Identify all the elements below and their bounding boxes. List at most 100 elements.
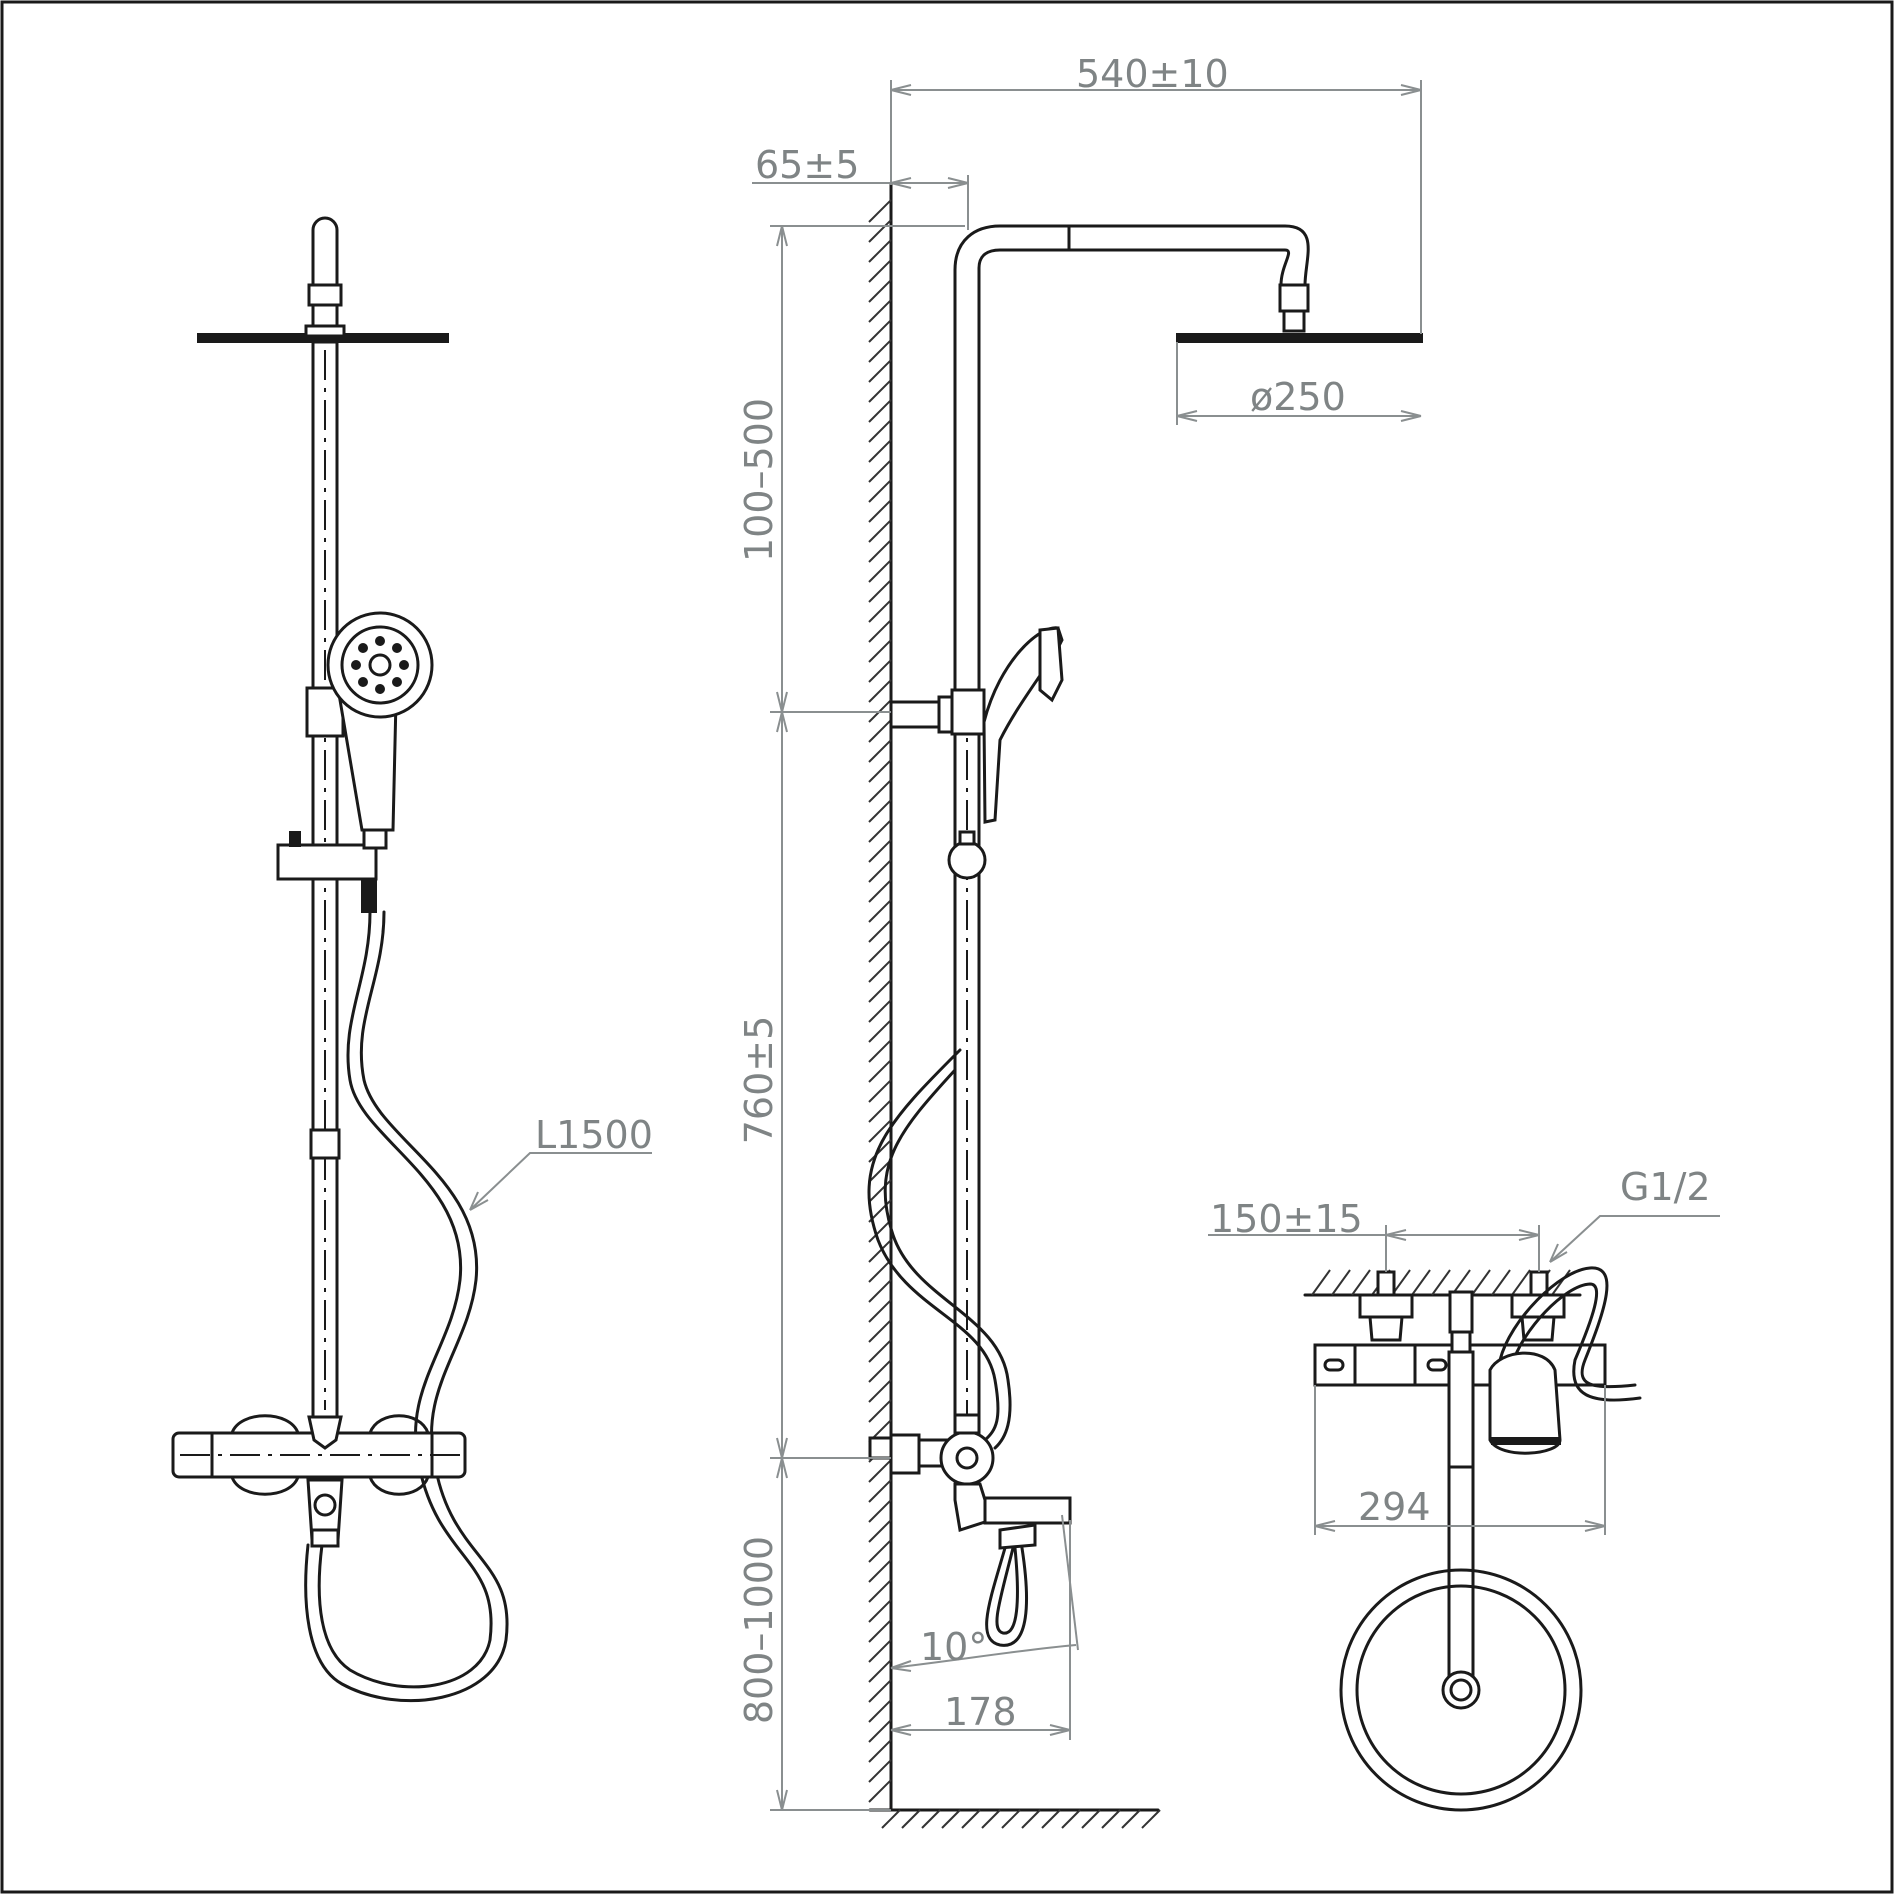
hatch-line: [1021, 1809, 1041, 1829]
dimension-labels: 540±10 65±5 100–500 760±5 800–1000 ø250 …: [535, 52, 1711, 1734]
front-spray-nozzles: [351, 636, 409, 694]
hatch-line: [868, 1159, 892, 1183]
hatch-line: [881, 1809, 901, 1829]
hatch-line: [868, 619, 892, 643]
top-mixer-slot-right: [1426, 1358, 1448, 1372]
side-spout-hose: [985, 1546, 1029, 1647]
front-head-mount: [304, 324, 346, 338]
hatch-line: [1121, 1809, 1141, 1829]
front-top-stub: [311, 216, 339, 287]
label-top-range: 100–500: [737, 398, 781, 562]
dim-arrows-150: [1385, 1229, 1540, 1241]
hatch-line: [868, 359, 892, 383]
hatch-line: [868, 479, 892, 503]
hatch-line: [1411, 1269, 1431, 1296]
hatch-line: [868, 879, 892, 903]
hatch-line: [868, 1599, 892, 1623]
side-knob-stem: [958, 830, 976, 846]
hatch-line: [868, 439, 892, 463]
top-bracket-arm: [1450, 1330, 1472, 1354]
hatch-line: [868, 1059, 892, 1083]
hatch-line: [961, 1809, 981, 1829]
hatch-line: [1081, 1809, 1101, 1829]
hatch-line: [868, 739, 892, 763]
hatch-line: [868, 1559, 892, 1583]
front-outlet-nut: [310, 1528, 340, 1548]
hatch-line: [868, 1259, 892, 1283]
top-shower-head-inner: [1355, 1584, 1567, 1796]
hatch-line: [868, 1759, 892, 1783]
hatch-line: [868, 959, 892, 983]
hatch-line: [868, 319, 892, 343]
hatch-line: [868, 279, 892, 303]
front-mixer-eccentric-right-top: [368, 1414, 430, 1435]
hatch-line: [1551, 1269, 1571, 1296]
hatch-line: [868, 1659, 892, 1683]
dim-arc-10: [890, 1644, 1077, 1669]
hatch-line: [868, 1619, 892, 1643]
side-mixer-body: [939, 1430, 995, 1486]
label-rail-height: 760±5: [737, 1016, 781, 1145]
hatch-line: [868, 1379, 892, 1403]
top-shower-head-outer: [1339, 1568, 1583, 1812]
top-arm: [1447, 1465, 1475, 1689]
hatch-line: [868, 419, 892, 443]
hatch-line: [868, 1499, 892, 1523]
side-height-adjuster-knob: [947, 840, 987, 880]
hatch-line: [868, 1779, 892, 1803]
hatch-line: [868, 1079, 892, 1103]
hatch-line: [868, 1519, 892, 1543]
hatch-line: [868, 799, 892, 823]
hatch-line: [1311, 1269, 1331, 1296]
top-shower-head-hub-inner: [1449, 1678, 1473, 1702]
hatch-line: [868, 1399, 892, 1423]
top-hose-inner: [1510, 1282, 1642, 1402]
hatch-line: [868, 1219, 892, 1243]
label-inlet-spacing: 150±15: [1210, 1197, 1363, 1241]
dim-leader-g12: [1549, 1215, 1720, 1263]
dim-arrow-g12: [1549, 1243, 1568, 1263]
hatch-line: [901, 1809, 921, 1829]
hatch-line: [868, 199, 892, 223]
hatch-line: [868, 719, 892, 743]
hatch-line: [868, 1679, 892, 1703]
top-mixer-slot-left: [1323, 1358, 1345, 1372]
side-riser-inner: [977, 248, 1291, 697]
front-pipe-joint: [309, 1128, 341, 1160]
side-view: [867, 183, 1423, 1829]
hatch-line: [868, 239, 892, 263]
hatch-line: [868, 1279, 892, 1303]
hatch-line: [868, 219, 892, 243]
side-mixer-top-connector: [953, 1413, 981, 1435]
hatch-line: [868, 859, 892, 883]
front-hose-outer: [317, 910, 493, 1689]
hatch-line: [868, 1099, 892, 1123]
front-hose-nut: [361, 879, 377, 913]
hatch-line: [868, 1119, 892, 1143]
hatch-line: [1331, 1269, 1351, 1296]
label-arm-reach: 540±10: [1076, 52, 1229, 96]
hatch-line: [941, 1809, 961, 1829]
dim-arrows-vertical: [776, 225, 788, 1811]
hatch-line: [868, 539, 892, 563]
side-hose-inner: [883, 1068, 1012, 1450]
side-shower-head: [1176, 333, 1423, 343]
hatch-line: [868, 499, 892, 523]
front-hose-connector: [362, 828, 388, 850]
top-escutcheon-left: [1358, 1293, 1414, 1319]
hatch-line: [868, 339, 892, 363]
hatch-line: [868, 1539, 892, 1563]
hatch-line: [868, 1179, 892, 1203]
side-mixer-center: [955, 1446, 979, 1470]
label-wall-offset: 65±5: [755, 143, 859, 187]
front-mixer-eccentric-left-bottom: [230, 1475, 300, 1496]
top-eccentric-left: [1368, 1315, 1404, 1342]
top-view: [1303, 1266, 1642, 1812]
hatch-line: [868, 679, 892, 703]
hatch-line: [868, 1719, 892, 1743]
top-hand-shower-face: [1491, 1437, 1561, 1445]
front-outlet-knob: [313, 1493, 337, 1517]
label-valve-width: 294: [1358, 1485, 1431, 1529]
